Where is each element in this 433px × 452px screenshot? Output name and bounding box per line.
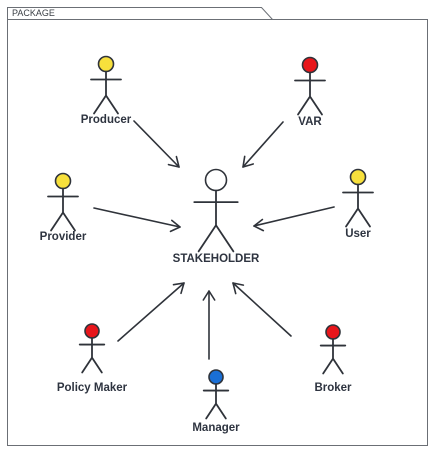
actor-center: STAKEHOLDER <box>173 168 260 265</box>
actor-producer: Producer <box>81 55 132 126</box>
actor-head-center <box>204 168 228 192</box>
actor-body-provider <box>47 187 79 232</box>
actor-head-producer <box>97 55 115 73</box>
actor-label-producer: Producer <box>81 114 132 126</box>
actor-body-broker <box>319 338 347 375</box>
actor-head-provider <box>54 172 72 190</box>
actors-layer: STAKEHOLDER Producer VAR Provider UserPolicy… <box>40 55 374 434</box>
actor-label-manager: Manager <box>192 422 240 434</box>
actor-label-broker: Broker <box>314 382 352 394</box>
actor-head-var <box>301 56 319 74</box>
actor-broker: Broker <box>314 324 352 394</box>
actor-body-var <box>294 71 326 116</box>
arrow-var-to-stakeholder <box>242 121 284 168</box>
arrow-user-to-stakeholder <box>253 206 335 232</box>
actor-body-user <box>342 183 374 228</box>
actor-var: VAR <box>294 56 326 128</box>
arrow-producer-to-stakeholder <box>133 120 180 168</box>
arrow-manager-to-stakeholder <box>202 290 216 360</box>
actor-body-policy-maker <box>78 337 106 374</box>
actor-label-policy-maker: Policy Maker <box>57 382 128 394</box>
actor-user: User <box>342 168 374 240</box>
actor-policy-maker: Policy Maker <box>57 323 128 394</box>
actor-head-manager <box>208 369 224 385</box>
stakeholder-label: STAKEHOLDER <box>173 253 260 265</box>
actor-manager: Manager <box>192 369 240 434</box>
actor-label-var: VAR <box>298 116 322 128</box>
package-label: PACKAGE <box>12 8 55 18</box>
actor-body-manager <box>202 383 230 420</box>
actor-label-user: User <box>345 228 371 240</box>
actor-label-provider: Provider <box>40 231 87 243</box>
actor-provider: Provider <box>40 172 87 243</box>
arrow-policy-maker-to-stakeholder <box>117 282 185 342</box>
actor-head-broker <box>325 324 341 340</box>
actor-head-policy-maker <box>84 323 100 339</box>
associations <box>93 120 335 360</box>
arrow-provider-to-stakeholder <box>93 207 181 233</box>
actor-body-center <box>193 189 239 253</box>
arrow-broker-to-stakeholder <box>232 282 292 337</box>
actor-body-producer <box>90 70 122 115</box>
actor-head-user <box>349 168 367 186</box>
